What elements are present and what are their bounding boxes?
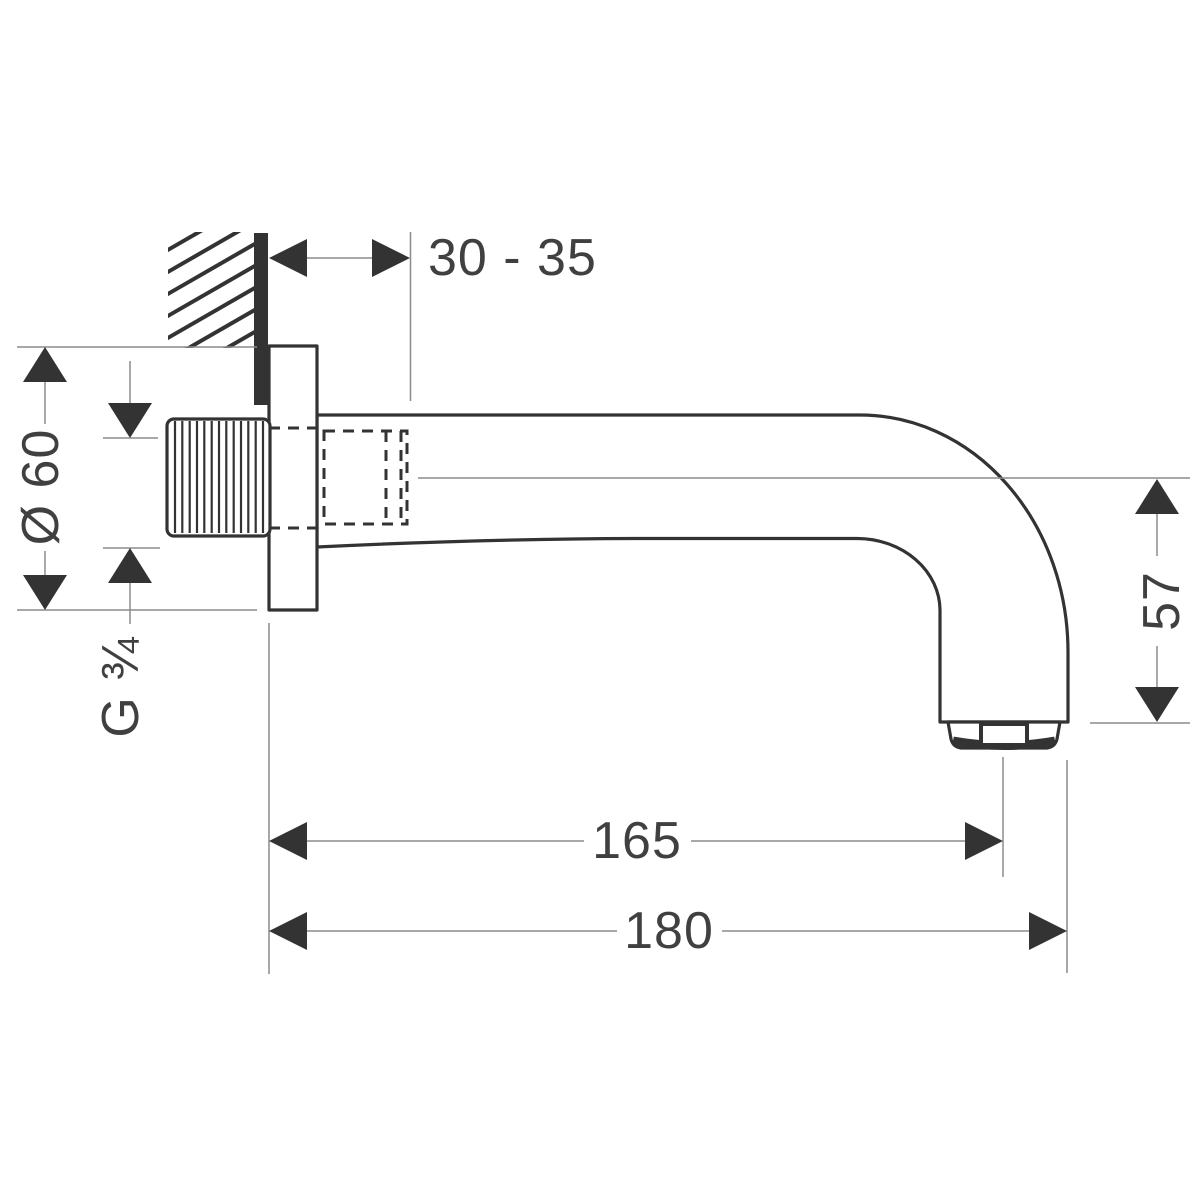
hidden-union-nut (269, 426, 409, 530)
threaded-connector (165, 417, 272, 538)
dimension-outlet-drop: 57 (1090, 479, 1191, 724)
label-total-reach: 180 (624, 902, 714, 960)
wall-face-bar (254, 233, 268, 405)
arrow-up-icon (23, 347, 67, 382)
arrow-right-icon (1029, 912, 1067, 950)
label-thread-size: G ¾ (92, 636, 150, 737)
arrow-up-icon (108, 548, 152, 583)
dimension-wall-distance: 30 - 35 (269, 229, 597, 401)
aerator-nut-flat (979, 722, 1029, 747)
arrow-left-icon (269, 912, 307, 950)
arrow-up-icon (1135, 479, 1179, 514)
arrow-right-icon (372, 239, 410, 277)
arrow-right-icon (965, 822, 1003, 860)
aerator (946, 720, 1062, 750)
knurl-stripes (173, 421, 265, 533)
label-reach-to-outlet: 165 (592, 812, 682, 870)
escutcheon-plate (267, 344, 319, 612)
spout-body (315, 413, 1070, 724)
arrow-left-icon (269, 239, 307, 277)
arrow-down-icon (108, 403, 152, 438)
wall-hatch (168, 232, 256, 348)
arrow-left-icon (269, 822, 307, 860)
arrow-down-icon (1135, 687, 1179, 722)
dimension-thread-size: G ¾ (92, 361, 160, 738)
label-flange-diameter: Ø 60 (12, 429, 70, 546)
arrow-down-icon (23, 575, 67, 610)
dimension-flange-diameter: Ø 60 (12, 347, 257, 611)
dimension-total-reach: 180 (269, 760, 1068, 973)
label-wall-distance: 30 - 35 (428, 229, 597, 287)
label-outlet-drop: 57 (1133, 571, 1191, 631)
dimension-reach-to-outlet: 165 (269, 757, 1004, 877)
